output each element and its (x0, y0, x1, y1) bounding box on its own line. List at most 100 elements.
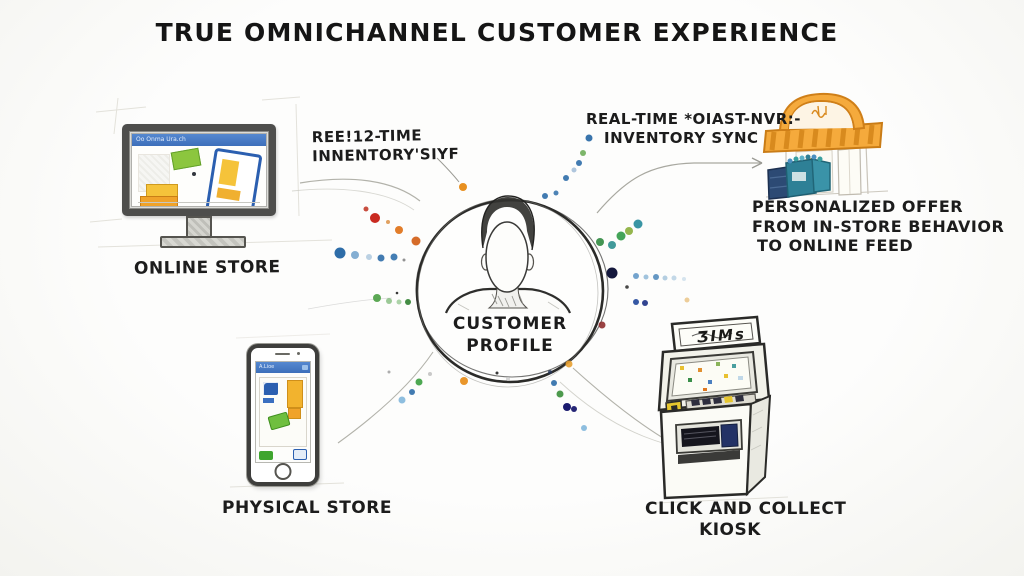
avatar-face (485, 221, 529, 293)
data-dot (563, 175, 569, 181)
phone-app-bar: A.Lioe (256, 362, 310, 373)
store-offer-caption: PERSONALIZED OFFER FROM IN-STORE BEHAVIO… (752, 197, 1004, 256)
phone-illustration: A.Lioe (247, 344, 319, 486)
data-dot (571, 406, 577, 412)
data-dot (460, 377, 468, 385)
data-dot (598, 321, 606, 329)
data-dot (551, 380, 557, 386)
data-dot (662, 275, 668, 281)
data-dot (351, 251, 359, 259)
data-dot (633, 299, 639, 305)
data-dot (334, 247, 346, 259)
data-dot (556, 390, 564, 398)
data-dot (415, 378, 423, 386)
monitor-header-text: Oo Onma Ura.ch (136, 136, 186, 143)
data-dot (411, 236, 421, 246)
monitor-browser-bar: Oo Onma Ura.ch (132, 134, 266, 146)
data-dot (390, 253, 398, 261)
left-sync-annotation: REE!12-TIME INNENTORY'SIYF (312, 126, 460, 167)
webpage-yellow-box-2 (140, 196, 178, 206)
data-dot (396, 299, 402, 305)
phone-header-text: A.Lioe (259, 364, 275, 370)
left-sync-line1: REE!12-TIME (311, 126, 423, 147)
store-door-split (848, 149, 851, 195)
phone-home-button (274, 463, 292, 480)
page-title: TRUE OMNICHANNEL CUSTOMER EXPERIENCE (155, 18, 839, 47)
phone-speaker (275, 353, 290, 355)
connector-lines (291, 157, 763, 458)
avatar-shading (491, 293, 524, 308)
tablet-yellow-block (218, 158, 240, 187)
kiosk-label: CLICK AND COLLECT KIOSK (645, 499, 847, 541)
store-arch-center (789, 102, 853, 129)
data-dot (386, 220, 390, 224)
kiosk-side-hatch (750, 409, 764, 451)
kiosk-slot-stripes (683, 430, 717, 440)
kiosk-sign-scribble (691, 332, 733, 339)
data-dot (370, 213, 380, 223)
data-dot (366, 254, 372, 260)
kiosk-blue-module (720, 423, 739, 448)
store-arch (778, 92, 866, 131)
data-dot (377, 254, 385, 262)
webpage-dot (192, 172, 196, 176)
data-dot (506, 377, 510, 381)
phone-yellow-box (288, 408, 301, 419)
phone-blue-icon (293, 449, 307, 460)
connector-monitor-to-profile-echo (291, 188, 415, 211)
monitor-screen: Oo Onma Ura.ch (131, 133, 267, 207)
kiosk-illustration: ƷIMs (657, 315, 772, 500)
kiosk-sign-inner (678, 322, 754, 347)
data-dot (616, 231, 626, 241)
data-dot (373, 294, 381, 302)
data-dot (682, 277, 686, 281)
right-sync-annotation: REAL-TIME *OIAST-NVR:- INVENTORY SYNC (586, 110, 801, 148)
kiosk-sign-text: ƷIMs (696, 325, 746, 346)
connector-profile-to-kiosk (572, 367, 664, 439)
awning-stripes (769, 124, 875, 151)
data-dot (386, 298, 392, 304)
bin-produce-dots (787, 154, 823, 164)
data-dot (653, 274, 659, 280)
monitor-base (160, 236, 246, 248)
customer-profile-label-line1: CUSTOMER (452, 314, 568, 334)
data-dot (542, 193, 548, 199)
customer-avatar-sketch (444, 195, 572, 314)
avatar-hair (481, 197, 534, 249)
connector-profile-to-store (596, 162, 761, 214)
kiosk-label-line1: CLICK AND COLLECT (645, 499, 847, 519)
phone-blue-tile (263, 382, 278, 395)
online-store-illustration: Oo Onma Ura.ch (122, 124, 282, 254)
connector-profile-to-phone (337, 351, 434, 444)
kiosk-lower-strip (678, 450, 740, 464)
store-arch-scribble (811, 105, 827, 118)
sync-data-dots (334, 134, 690, 431)
data-dot (643, 274, 649, 280)
bin-label (792, 172, 806, 181)
data-dot (405, 299, 411, 305)
data-dot (642, 300, 648, 306)
kiosk-sign (670, 315, 762, 353)
store-offer-line3: TO ONLINE FEED (757, 236, 914, 255)
connector-monitor-to-profile (299, 178, 421, 202)
webpage-green-box (170, 147, 202, 171)
data-dot (495, 371, 499, 375)
phone-screen: A.Lioe (255, 361, 311, 463)
phone-blue-tag (263, 398, 274, 403)
data-dot (625, 227, 633, 235)
data-dot (576, 160, 582, 166)
phone-camera (297, 352, 300, 355)
avatar-shoulder-shading (457, 301, 560, 311)
kiosk-screen-specks (680, 362, 743, 391)
data-dot (565, 360, 573, 368)
data-dot (580, 150, 586, 156)
tablet-yellow-block-2 (216, 187, 241, 202)
connector-dot-to-left-label (436, 157, 460, 183)
kiosk-label-line2: KIOSK (699, 520, 761, 540)
webpage-footer-line (138, 202, 260, 203)
store-illustration (762, 92, 889, 200)
phone-green-coupon (267, 411, 291, 431)
data-dot (608, 241, 616, 249)
phone-app-bar-icon (302, 365, 308, 370)
